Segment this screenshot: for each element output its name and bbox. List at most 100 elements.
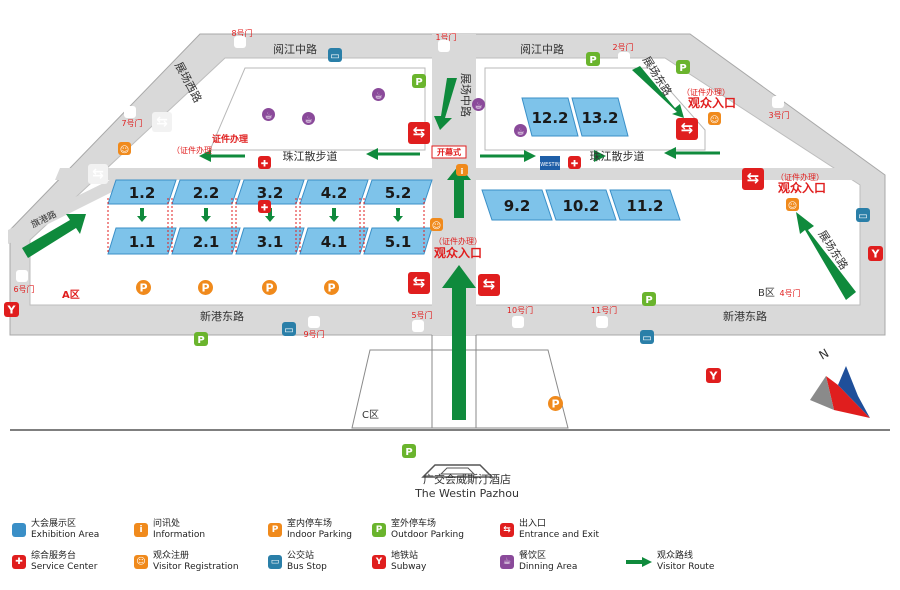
information-icon: i: [134, 523, 148, 537]
gate-icon[interactable]: ⇆: [412, 320, 424, 332]
road-label-south-west: 新港东路: [200, 309, 244, 323]
subway-icon[interactable]: Y: [4, 302, 19, 317]
hall-2.1-label: 2.1: [193, 233, 220, 251]
bus-stop-icon[interactable]: ▭: [282, 322, 296, 336]
hall-4.2[interactable]: 4.2: [299, 179, 369, 205]
hall-3.1[interactable]: 3.1: [235, 227, 305, 255]
hall-1.2[interactable]: 1.2: [107, 179, 177, 205]
bus-stop-icon[interactable]: ▭: [328, 48, 342, 62]
legend-label-en: Exhibition Area: [31, 530, 100, 540]
route-arrow-east-road: [796, 212, 856, 300]
svg-text:☺: ☺: [120, 145, 129, 156]
service-center-icon[interactable]: ✚: [258, 156, 271, 170]
entrance-exit-icon[interactable]: ⇆: [478, 274, 500, 296]
legend-label-en: Visitor Registration: [153, 562, 239, 572]
legend-label-en: Visitor Route: [657, 562, 715, 572]
route-arrow-hall: [201, 208, 211, 222]
dining-area-icon[interactable]: ☕: [302, 112, 315, 126]
hall-2.2[interactable]: 2.2: [171, 179, 241, 205]
indoor-parking-icon[interactable]: P: [548, 396, 563, 411]
gate-icon[interactable]: ⇆: [234, 36, 246, 48]
north-label: N: [817, 346, 832, 363]
visitor-registration-icon[interactable]: ☺: [118, 142, 131, 156]
hall-5.1[interactable]: 5.1: [363, 227, 433, 255]
hall-9.2[interactable]: 9.2: [481, 189, 553, 221]
hall-4.1[interactable]: 4.1: [299, 227, 369, 255]
gate-icon[interactable]: ⇆: [618, 52, 630, 64]
escalator-icon[interactable]: ⇆: [152, 112, 172, 132]
service-center-icon[interactable]: ✚: [258, 200, 271, 214]
hall-11.2[interactable]: 11.2: [609, 189, 681, 221]
hall-2.1[interactable]: 2.1: [171, 227, 241, 255]
dining-area-icon[interactable]: ☕: [514, 124, 527, 138]
indoor-parking-icon[interactable]: P: [324, 280, 339, 295]
hall-10.2[interactable]: 10.2: [545, 189, 617, 221]
entrance-exit-icon[interactable]: ⇆: [676, 118, 698, 140]
hall-4.1-label: 4.1: [321, 233, 348, 251]
svg-text:▭: ▭: [642, 333, 651, 344]
hall-5.2[interactable]: 5.2: [363, 179, 433, 205]
dining-area-icon[interactable]: ☕: [472, 98, 485, 112]
gate-icon[interactable]: ⇆: [438, 40, 450, 52]
outdoor-parking-icon[interactable]: P: [412, 74, 426, 88]
entrance-exit-icon[interactable]: ⇆: [408, 272, 430, 294]
svg-text:⇆: ⇆: [413, 273, 426, 291]
gate-icon[interactable]: ⇆: [124, 106, 136, 118]
route-arrow-south-main: [442, 265, 476, 420]
entrance-exit-icon[interactable]: ⇆: [742, 168, 764, 190]
hall-10.2-label: 10.2: [562, 197, 599, 215]
gate-icon[interactable]: ⇆: [772, 96, 784, 108]
outdoor-parking-icon[interactable]: P: [194, 332, 208, 346]
svg-text:P: P: [197, 335, 204, 346]
compass-icon: N: [810, 346, 870, 418]
gate-1-label: 1号门: [435, 32, 456, 42]
promenade-label-east: 珠江散步道: [590, 149, 645, 163]
dining-area-icon[interactable]: ☕: [372, 88, 385, 102]
dining-area-icon[interactable]: ☕: [262, 108, 275, 122]
outdoor-parking-icon[interactable]: P: [642, 292, 656, 306]
hall-13.2[interactable]: 13.2: [571, 97, 629, 137]
outdoor-parking-icon[interactable]: P: [402, 444, 416, 458]
route-arrow-hall: [137, 208, 147, 222]
indoor-parking-icon[interactable]: P: [198, 280, 213, 295]
hall-9.2-label: 9.2: [504, 197, 531, 215]
subway-icon[interactable]: Y: [868, 246, 883, 261]
visitor-registration-icon[interactable]: ☺: [786, 198, 799, 212]
gate-icon[interactable]: ⇆: [16, 270, 28, 282]
indoor-parking-icon[interactable]: P: [136, 280, 151, 295]
hall-3.2[interactable]: 3.2: [235, 179, 305, 205]
svg-text:⇆: ⇆: [237, 39, 244, 48]
outdoor-parking-icon[interactable]: P: [586, 52, 600, 66]
svg-text:⇆: ⇆: [681, 119, 694, 137]
legend-label-cn: 室外停车场: [391, 519, 437, 529]
hall-4.2-label: 4.2: [321, 184, 348, 202]
gate-icon[interactable]: ⇆: [596, 316, 608, 328]
bus-stop-icon[interactable]: ▭: [640, 330, 654, 344]
entrance-exit-icon[interactable]: ⇆: [408, 122, 430, 144]
gate-icon[interactable]: ⇆: [308, 316, 320, 328]
gate-9-label: 9号门: [303, 329, 324, 339]
hall-12.2[interactable]: 12.2: [521, 97, 579, 137]
escalator-icon[interactable]: ⇆: [88, 164, 108, 184]
hall-1.1[interactable]: 1.1: [107, 227, 177, 255]
route-arrow-hall: [329, 208, 339, 222]
promenade-label-west: 珠江散步道: [283, 149, 338, 163]
information-icon[interactable]: i: [456, 164, 468, 176]
cert-west-label: （证件办理: [172, 145, 212, 155]
entrance-exit-icon: ⇆: [500, 523, 514, 537]
outdoor-parking-icon[interactable]: P: [676, 60, 690, 74]
visitor-mid-label: 观众入口: [434, 245, 482, 260]
route-arrow-northeast: [632, 66, 684, 118]
gate-icon[interactable]: ⇆: [784, 272, 796, 284]
visitor-registration-icon[interactable]: ☺: [430, 218, 443, 232]
indoor-parking-icon[interactable]: P: [262, 280, 277, 295]
visitor-registration-icon[interactable]: ☺: [708, 112, 721, 126]
gate-icon[interactable]: ⇆: [512, 316, 524, 328]
svg-text:✚: ✚: [261, 160, 269, 170]
service-center-icon[interactable]: ✚: [568, 156, 581, 170]
road-label-middle: 展场中路: [459, 73, 473, 117]
bus-stop-icon[interactable]: ▭: [856, 208, 870, 222]
subway-icon[interactable]: Y: [706, 368, 721, 383]
